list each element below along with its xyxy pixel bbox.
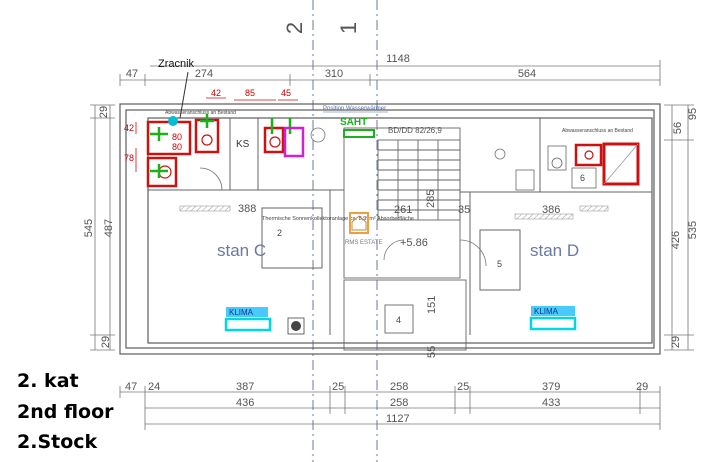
abw-left-label: Abwasseranschluss an Bestand: [165, 110, 236, 116]
room-5: 5: [497, 259, 502, 269]
dim-535: 535: [687, 221, 699, 239]
bd-label: BD/DD 82/26,9: [388, 126, 442, 135]
dim-274: 274: [195, 68, 213, 80]
axis-lines: [312, 0, 378, 462]
red-dimensions: [135, 97, 298, 172]
watermark-logo: [349, 212, 369, 234]
chimney-symbol: [287, 317, 305, 335]
stan-d-label: stan D: [530, 241, 579, 260]
klima-left-box: [224, 317, 272, 332]
zracnik-label: Zracnik: [158, 58, 195, 70]
klima-right-box: [529, 316, 577, 331]
dim-42-a: 42: [211, 88, 221, 98]
axis-1-label: 1: [336, 22, 361, 34]
dim-426: 426: [670, 231, 682, 249]
dim-564: 564: [518, 68, 536, 80]
dim-45: 45: [281, 88, 291, 98]
door-swings: [199, 127, 506, 267]
dim-29-right: 29: [670, 336, 682, 348]
dim-310: 310: [325, 68, 343, 80]
outer-walls: [119, 103, 661, 355]
left-dimensions: [90, 104, 115, 351]
dim-85: 85: [245, 88, 255, 98]
room-4: 4: [396, 315, 401, 325]
interior-walls: [148, 118, 652, 335]
dim-b-1127: 1127: [386, 413, 410, 425]
dim-35: 35: [458, 204, 470, 216]
chimney-dot: [291, 321, 301, 331]
stair-core: [343, 127, 467, 351]
dim-b-433: 433: [542, 397, 560, 409]
top-dimensions: [119, 60, 661, 86]
dim-1148: 1148: [386, 53, 410, 65]
dim-56: 56: [672, 122, 684, 134]
saht-marker: [343, 129, 375, 138]
right-plumbing: [515, 142, 640, 191]
dim-545: 545: [83, 219, 95, 237]
dim-b-379: 379: [542, 381, 560, 393]
hatched-walls: [179, 205, 609, 220]
klima-right-label: KLIMA: [534, 307, 559, 316]
watermark-text: RMS ESTATE: [345, 240, 382, 246]
dim-b-436: 436: [236, 397, 254, 409]
dim-b-47: 47: [125, 381, 137, 393]
position-water-heater-label: Position Wasserwärmer: [323, 106, 386, 112]
axis-2-label: 2: [282, 22, 307, 34]
room-6: 6: [580, 173, 585, 183]
dim-47: 47: [126, 68, 138, 80]
dim-388: 388: [238, 203, 256, 215]
room-2: 2: [277, 228, 282, 238]
dim-261: 261: [394, 204, 412, 216]
abw-right-label: Abwasseranschluss an Bestand: [562, 128, 633, 134]
dim-42-b: 42: [124, 123, 134, 133]
dim-285: 285: [425, 190, 437, 208]
dim-386: 386: [542, 204, 560, 216]
bottom-dimensions: [119, 386, 661, 430]
dim-55: 55: [426, 346, 438, 358]
dim-b-258: 258: [390, 381, 408, 393]
stan-c-label: stan C: [217, 241, 266, 260]
green-pipes: [150, 114, 292, 178]
klima-right-tag: [531, 306, 575, 316]
zracnik-marker: [168, 116, 178, 126]
klima-left-tag: [226, 307, 268, 317]
floor-label-hr: 2. kat: [17, 370, 79, 392]
dim-b-387: 387: [236, 381, 254, 393]
dim-b-25-b: 25: [457, 381, 469, 393]
dim-487: 487: [103, 219, 115, 237]
dim-b-24: 24: [148, 381, 160, 393]
dim-78: 78: [124, 153, 134, 163]
floor-label-de: 2.Stock: [17, 431, 98, 453]
saht-label: SAHT: [340, 117, 367, 128]
floor-label-en: 2nd floor: [17, 401, 114, 423]
dim-b-29: 29: [636, 381, 648, 393]
left-plumbing: [146, 118, 285, 188]
dim-95: 95: [687, 108, 699, 120]
dim-151: 151: [426, 296, 438, 314]
dim-29-bottom: 29: [100, 336, 112, 348]
elev-label: +5.86: [400, 237, 428, 249]
water-heater-marker: [283, 126, 305, 158]
sink-dim-b: 80: [172, 142, 182, 152]
ks-label: KS: [236, 139, 250, 150]
dim-b-25-a: 25: [332, 381, 344, 393]
dim-b-258-2: 258: [390, 397, 408, 409]
solar-label: Thermische Sonnenkollektoranlage ca. 8,9…: [262, 216, 414, 222]
sink-dim-a: 80: [172, 132, 182, 142]
klima-left-label: KLIMA: [229, 308, 254, 317]
dim-29-top: 29: [98, 106, 110, 118]
zracnik-leader: [179, 71, 189, 119]
right-dimensions: [664, 104, 694, 351]
